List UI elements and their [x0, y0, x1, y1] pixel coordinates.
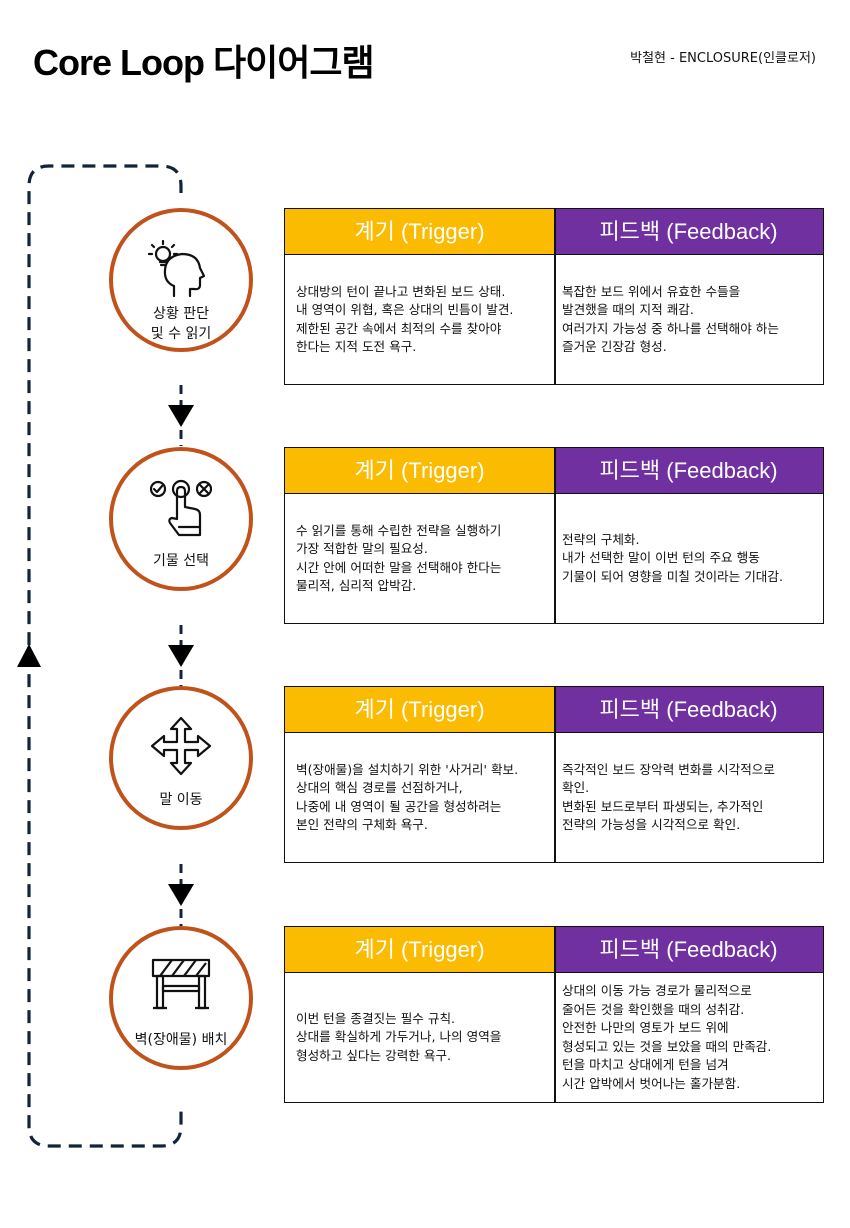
feedback-header: 피드백 (Feedback)	[554, 927, 823, 973]
step-circle-wall: 벽(장애물) 배치	[109, 926, 253, 1070]
barrier-icon	[151, 958, 211, 1010]
trigger-text: 수 읽기를 통해 수립한 전략을 실행하기 가장 적합한 말의 필요성. 시간 …	[296, 522, 502, 594]
feedback-text: 즉각적인 보드 장악력 변화를 시각적으로 확인. 변화된 보드로부터 파생되는…	[562, 761, 775, 833]
down-arrow-icon-2	[168, 645, 194, 667]
author-label: 박철현 - ENCLOSURE(인클로저)	[630, 51, 816, 66]
idea-head-icon	[148, 239, 206, 298]
loop-up-arrow-icon	[17, 644, 41, 667]
step-table-situation: 계기 (Trigger) 피드백 (Feedback) 상대방의 턴이 끝나고 …	[284, 208, 824, 385]
table-divider	[554, 927, 556, 1102]
page-title: Core Loop 다이어그램	[33, 42, 375, 83]
trigger-header: 계기 (Trigger)	[285, 687, 554, 733]
trigger-text: 이번 턴을 종결짓는 필수 규칙. 상대를 확실하게 가두거나, 나의 영역을 …	[296, 1010, 502, 1063]
trigger-header: 계기 (Trigger)	[285, 209, 554, 255]
move-arrows-icon	[150, 716, 212, 776]
feedback-header: 피드백 (Feedback)	[554, 687, 823, 733]
step-label: 기물 선택	[153, 553, 209, 569]
feedback-text: 복잡한 보드 위에서 유효한 수들을 발견했을 때의 지적 쾌감. 여러가지 가…	[562, 283, 779, 355]
trigger-text: 상대방의 턴이 끝나고 변화된 보드 상태. 내 영역이 위협, 혹은 상대의 …	[296, 283, 514, 355]
table-divider	[554, 687, 556, 862]
table-divider	[554, 448, 556, 623]
step-table-piece-select: 계기 (Trigger) 피드백 (Feedback) 수 읽기를 통해 수립한…	[284, 447, 824, 624]
step-circle-move: 말 이동	[109, 686, 253, 830]
step-table-move: 계기 (Trigger) 피드백 (Feedback) 벽(장애물)을 설치하기…	[284, 686, 824, 863]
step-circle-situation: 상황 판단 및 수 읽기	[109, 208, 253, 352]
feedback-text: 상대의 이동 가능 경로가 물리적으로 줄어든 것을 확인했을 때의 성취감. …	[562, 983, 772, 1091]
down-arrow-icon-3	[168, 884, 194, 906]
trigger-header: 계기 (Trigger)	[285, 448, 554, 494]
trigger-header: 계기 (Trigger)	[285, 927, 554, 973]
step-label: 벽(장애물) 배치	[134, 1032, 228, 1048]
hand-choice-icon	[149, 479, 213, 537]
down-arrow-icon-1	[168, 405, 194, 427]
step-circle-piece-select: 기물 선택	[109, 447, 253, 591]
step-label: 말 이동	[159, 792, 203, 808]
feedback-header: 피드백 (Feedback)	[554, 209, 823, 255]
step-label: 상황 판단 및 수 읽기	[150, 306, 212, 342]
feedback-header: 피드백 (Feedback)	[554, 448, 823, 494]
table-divider	[554, 209, 556, 384]
step-table-wall: 계기 (Trigger) 피드백 (Feedback) 이번 턴을 종결짓는 필…	[284, 926, 824, 1103]
trigger-text: 벽(장애물)을 설치하기 위한 '사거리' 확보. 상대의 핵심 경로를 선점하…	[296, 761, 519, 833]
feedback-text: 전략의 구체화. 내가 선택한 말이 이번 턴의 주요 행동 기물이 되어 영향…	[562, 531, 783, 584]
